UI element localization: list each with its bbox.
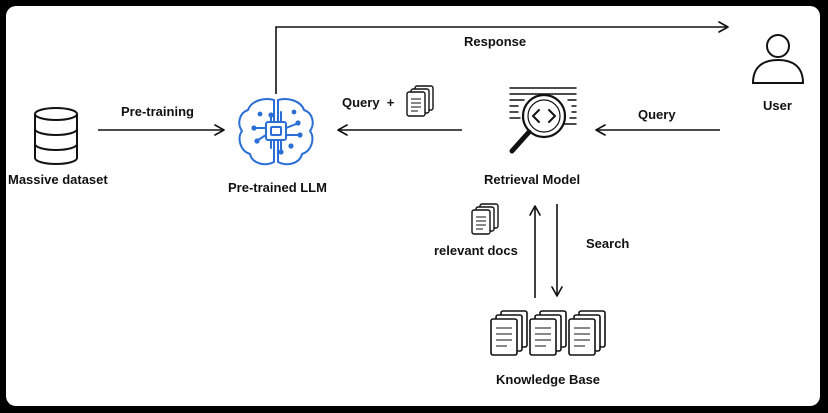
retrieval-label: Retrieval Model — [484, 172, 581, 187]
document-stack-icon — [471, 203, 499, 235]
pretraining-label: Pre-training — [121, 104, 194, 119]
database-icon — [34, 107, 78, 165]
user-icon — [751, 34, 805, 84]
query-label: Query — [638, 107, 676, 122]
brain-chip-icon — [238, 98, 314, 166]
user-label: User — [763, 98, 792, 113]
query-plus-label: Query + — [342, 95, 395, 110]
diagram-svg — [34, 21, 805, 356]
search-label: Search — [586, 236, 630, 251]
document-stacks-icon — [490, 310, 606, 356]
relevant-docs-label: relevant docs — [434, 243, 518, 258]
dataset-label: Massive dataset — [8, 172, 108, 187]
document-stack-icon — [406, 85, 434, 117]
llm-label: Pre-trained LLM — [228, 180, 327, 195]
response-label: Response — [464, 34, 527, 49]
diagram-canvas: Massive dataset Pre-trained LLM Retrieva… — [6, 6, 820, 406]
knowledge-base-label: Knowledge Base — [496, 372, 601, 387]
magnifier-code-icon — [509, 87, 577, 154]
response-arrow — [275, 21, 729, 94]
